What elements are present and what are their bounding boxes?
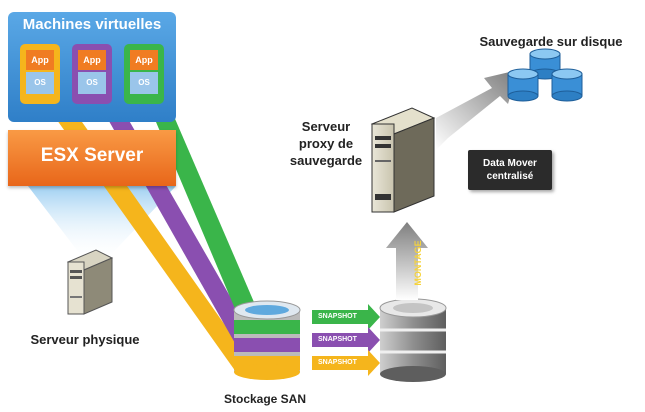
vm-os-label: OS [26, 72, 54, 94]
snapshot-label-green: SNAPSHOT [318, 313, 357, 320]
disk-backup-icon [507, 48, 583, 102]
snapshot-arrow-green [312, 304, 380, 330]
san-storage-label: Stockage SAN [223, 392, 307, 406]
physical-server-label: Serveur physique [30, 332, 140, 347]
proxy-label-line: proxy de [298, 136, 354, 151]
snapshot-label-yellow: SNAPSHOT [318, 359, 357, 366]
data-mover-line: centralisé [486, 171, 534, 182]
vm-purple: App OS [74, 46, 110, 102]
snapshot-label-purple: SNAPSHOT [318, 336, 357, 343]
vm-app-label: App [130, 50, 158, 70]
vm-os-label: OS [130, 72, 158, 94]
montage-label: MONTAGE [413, 240, 423, 286]
esx-server-bar [8, 130, 176, 186]
disk-backup-label: Sauvegarde sur disque [479, 34, 623, 49]
data-mover-box: Data Mover centralisé [468, 150, 552, 190]
snapshot-arrow-purple [312, 327, 380, 353]
san-storage-icon [233, 300, 301, 380]
snapshot-disk-icon [379, 298, 447, 382]
vm-os-label: OS [78, 72, 106, 94]
data-mover-line: Data Mover [483, 158, 537, 169]
proxy-server-icon [370, 107, 436, 213]
virtual-machines-title: Machines virtuelles [22, 16, 162, 33]
proxy-label-line: sauvegarde [289, 153, 363, 168]
backup-to-disk-arrow [436, 70, 518, 150]
proxy-server-label: Serveur proxy de sauvegarde [276, 118, 376, 169]
proxy-label-line: Serveur [301, 119, 351, 134]
physical-server-icon [66, 249, 114, 315]
vm-yellow: App OS [22, 46, 58, 102]
vm-app-label: App [78, 50, 106, 70]
esx-server-label: ESX Server [40, 145, 144, 166]
vm-app-label: App [26, 50, 54, 70]
montage-arrow [386, 222, 428, 300]
vm-green: App OS [126, 46, 162, 102]
snapshot-arrow-yellow [312, 350, 380, 376]
